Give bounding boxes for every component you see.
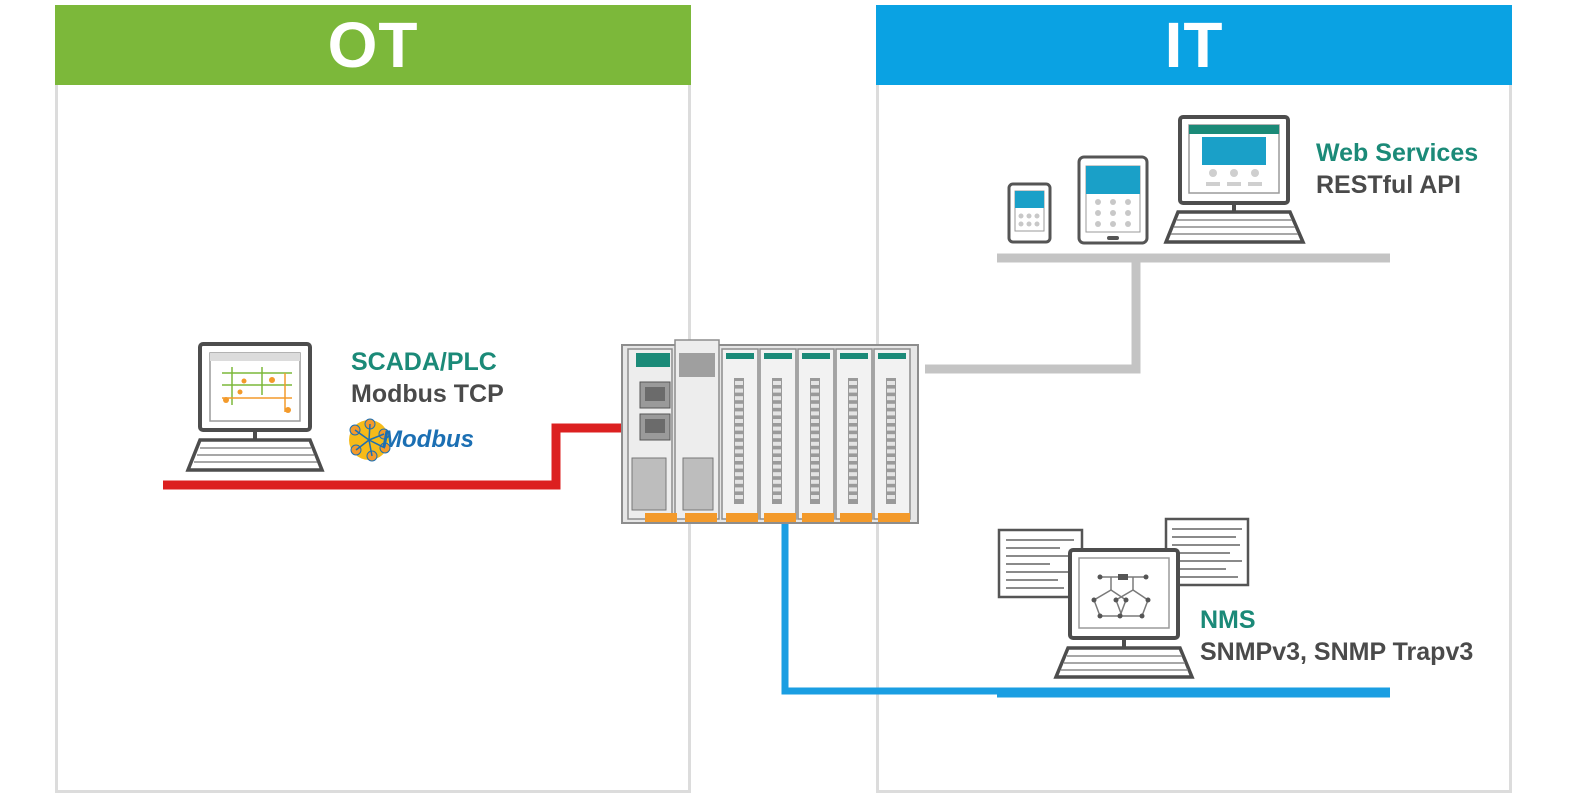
ot-zone-title: OT bbox=[327, 9, 419, 81]
web-services-title: Web Services bbox=[1316, 139, 1479, 167]
modbus-logo-icon bbox=[349, 418, 391, 462]
scada-title: SCADA/PLC bbox=[351, 348, 497, 376]
ot-zone-header: OT bbox=[55, 5, 691, 85]
ot-zone-panel: OT bbox=[55, 5, 691, 793]
io-module bbox=[759, 348, 797, 520]
web-services-subtitle: RESTful API bbox=[1316, 171, 1461, 199]
tablet-icon bbox=[1077, 155, 1149, 245]
it-zone-header: IT bbox=[876, 5, 1512, 85]
io-module bbox=[835, 348, 873, 520]
io-module bbox=[797, 348, 835, 520]
scada-computer-icon bbox=[185, 342, 325, 472]
modbus-logo-text: Modbus bbox=[382, 426, 474, 453]
it-zone-title: IT bbox=[1164, 9, 1224, 81]
web-services-computer-icon bbox=[1163, 115, 1306, 244]
scada-subtitle: Modbus TCP bbox=[351, 380, 504, 408]
nms-title: NMS bbox=[1200, 606, 1256, 634]
nms-computer-icon bbox=[1053, 548, 1195, 679]
ot-network-link bbox=[163, 423, 628, 490]
nms-label: NMS SNMPv3, SNMP Trapv3 bbox=[1200, 604, 1473, 668]
scada-label: SCADA/PLC Modbus TCP bbox=[351, 346, 504, 410]
smartphone-icon bbox=[1007, 182, 1052, 244]
io-module bbox=[721, 348, 759, 520]
web-network-link bbox=[925, 253, 1390, 374]
nms-subtitle: SNMPv3, SNMP Trapv3 bbox=[1200, 638, 1474, 666]
web-services-label: Web Services RESTful API bbox=[1316, 137, 1478, 201]
io-module bbox=[873, 348, 911, 520]
modular-io-controller-icon bbox=[621, 339, 919, 524]
